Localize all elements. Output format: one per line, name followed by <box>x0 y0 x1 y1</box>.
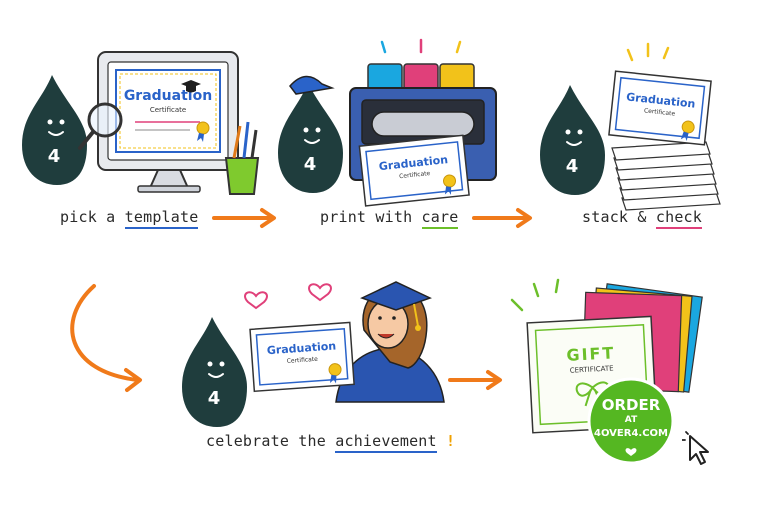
printed-certificate <box>358 134 470 207</box>
mascot-step-1: 4 <box>21 74 88 186</box>
heart-icon <box>308 283 332 302</box>
arrow-3-icon <box>448 370 502 390</box>
caption-highlight: achievement <box>335 432 437 453</box>
monitor-cert-subtitle: Certificate <box>150 106 186 114</box>
gift-title: GIFT <box>566 343 616 365</box>
step-4-scene: Graduation Certificate 4 <box>181 281 445 428</box>
svg-text:4: 4 <box>566 156 579 177</box>
arrow-2-icon <box>472 208 532 228</box>
cta-line-2: AT <box>625 415 638 425</box>
svg-text:4: 4 <box>208 388 221 409</box>
cursor-icon <box>682 431 709 465</box>
pencil-cup <box>224 157 260 195</box>
svg-text:Graduation: Graduation <box>266 339 336 357</box>
caption-highlight: template <box>124 208 199 229</box>
step-1-caption: pick a template <box>60 208 199 229</box>
caption-text: print with <box>320 208 422 226</box>
exchanged-certificate <box>249 321 355 393</box>
mascot-step-4: 4 <box>181 316 248 428</box>
step-1-scene: Graduation Certificate 4 <box>21 51 260 195</box>
curved-arrow-icon <box>70 284 142 392</box>
svg-text:4: 4 <box>48 146 61 167</box>
gift-subtitle: CERTIFICATE <box>570 364 614 374</box>
step-3-scene: Graduation Certificate 4 <box>539 42 721 211</box>
graduate-figure <box>335 281 445 403</box>
cap-icon <box>289 75 335 95</box>
svg-text:4: 4 <box>304 154 317 175</box>
svg-text:Certificate: Certificate <box>644 107 676 117</box>
cta-line-1: ORDER <box>602 396 661 414</box>
order-cta-button[interactable]: ORDER AT 4OVER4.COM <box>586 376 676 466</box>
paper-stack <box>611 141 721 211</box>
cta-line-3: 4OVER4.COM <box>594 428 668 439</box>
step-4-caption: celebrate the achievement ! <box>206 432 456 453</box>
caption-text: stack & <box>582 208 656 226</box>
caption-text: celebrate the <box>206 432 336 450</box>
mascot-step-2: 4 <box>277 82 344 194</box>
step-5-scene: GIFT CERTIFICATE <box>510 278 703 434</box>
svg-text:Certificate: Certificate <box>287 356 319 365</box>
svg-text:Certificate: Certificate <box>399 170 431 180</box>
cta-badge[interactable]: ORDER AT 4OVER4.COM <box>586 376 676 466</box>
caption-text: pick a <box>60 208 125 226</box>
arrow-1-icon <box>212 208 276 228</box>
step-3-caption: stack & check <box>582 208 703 229</box>
step-2-caption: print with care <box>320 208 459 229</box>
heart-icon <box>625 448 637 456</box>
magnifier-icon <box>78 102 123 150</box>
mascot-step-3: 4 <box>539 84 606 196</box>
heart-icon <box>244 291 268 310</box>
caption-highlight: care <box>421 208 459 229</box>
caption-highlight: check <box>655 208 703 229</box>
step-2-scene: Graduation Certificate 4 <box>277 38 497 207</box>
caption-exclaim: ! <box>436 432 456 450</box>
monitor-cert-title: Graduation <box>124 88 212 104</box>
